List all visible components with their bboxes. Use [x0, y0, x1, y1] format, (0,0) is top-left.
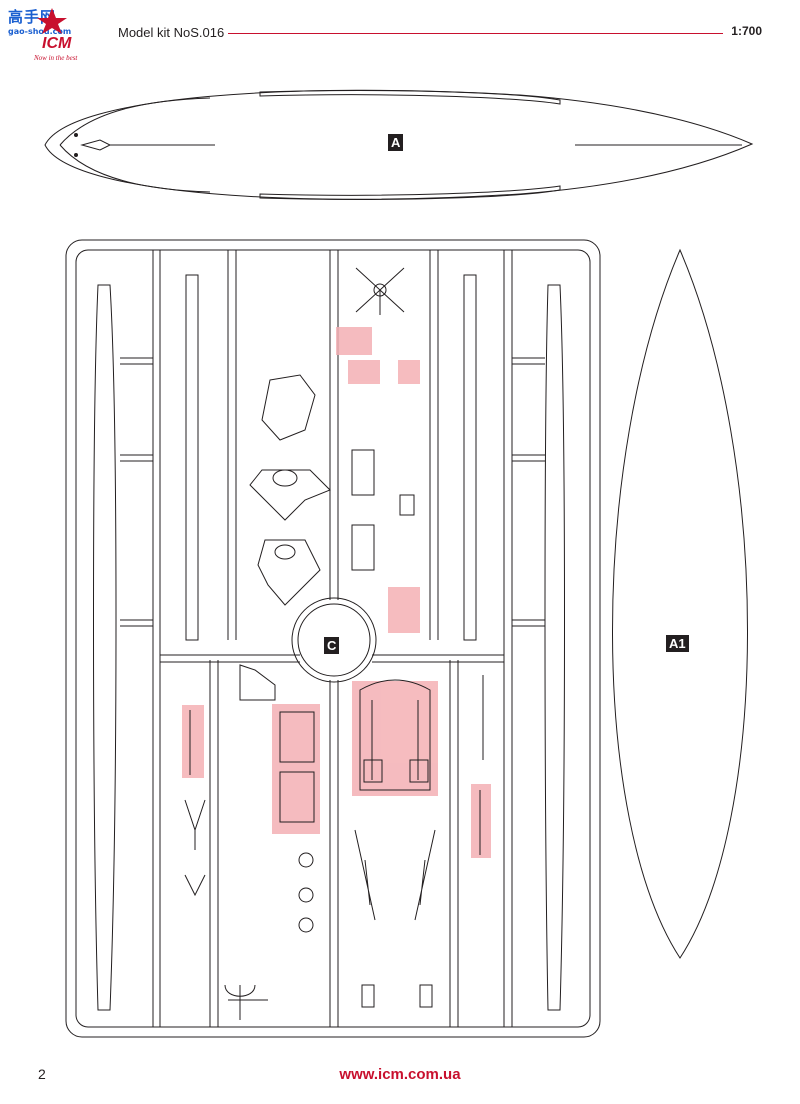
logo-text: ICM: [42, 35, 72, 52]
bulwark-right: [463, 274, 477, 641]
part-a-label: A: [388, 134, 404, 151]
website-link[interactable]: www.icm.com.ua: [339, 1066, 461, 1083]
hull-strip-right: [544, 284, 565, 1011]
header-rule: [228, 33, 723, 34]
part-a1-label: A1: [666, 635, 689, 652]
scale-label: 1:700: [731, 24, 762, 38]
sprue-c-label: C: [324, 637, 340, 654]
hull-strip-left: [93, 284, 117, 1011]
watermark-url: gao-shou.com: [8, 27, 72, 36]
icm-logo: ICM Now in the best: [33, 8, 78, 62]
hull-a1: [612, 248, 748, 959]
logo-slogan: Now in the best: [33, 54, 78, 62]
star-icon: [37, 8, 67, 34]
sprue-frame: [65, 239, 601, 1038]
model-label: Model kit NoS.016: [118, 25, 225, 40]
deck-plan-a: [44, 89, 754, 200]
page-number: 2: [38, 1066, 46, 1082]
bulwark-left: [185, 274, 199, 641]
part-details: [184, 267, 484, 1020]
